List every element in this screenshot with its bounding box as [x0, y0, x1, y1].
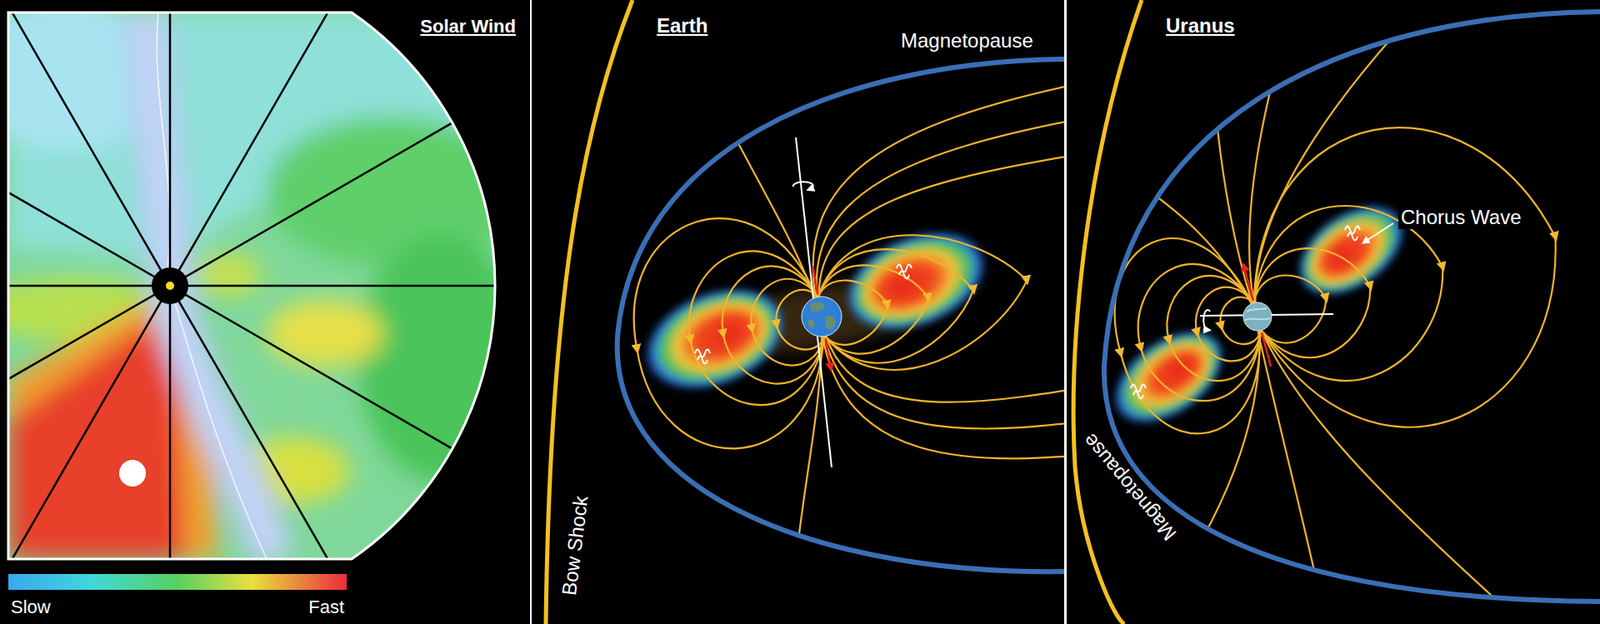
solar-wind-map	[0, 285, 170, 536]
rotation-arrow	[793, 181, 814, 190]
panel-title: Solar Wind	[417, 15, 519, 37]
rotation-arrow	[1203, 310, 1210, 330]
solar-wind-map	[170, 0, 420, 286]
boundary-label: Magnetopause	[898, 29, 1036, 53]
field-lines	[1260, 287, 1509, 624]
chorus-squiggle	[1130, 226, 1360, 400]
field-lines	[1243, 233, 1385, 370]
dipole-axis	[1244, 266, 1254, 301]
wave-label: Chorus Wave	[1398, 205, 1525, 230]
field-lines	[730, 335, 881, 624]
uranus-planet	[1243, 302, 1272, 331]
field-lines	[795, 116, 1065, 297]
panel: Solar Wind	[0, 0, 530, 624]
boundary-label: Bow Shock	[557, 492, 594, 600]
position-marker	[119, 460, 146, 487]
color-bar	[8, 574, 347, 590]
solar-wind-map	[169, 0, 172, 286]
earth-planet	[810, 301, 825, 312]
chorus-squiggle	[695, 350, 710, 358]
panel-ground	[1066, 0, 1600, 624]
chorus-squiggle	[896, 265, 912, 273]
solar-wind-map	[0, 285, 170, 624]
chorus-squiggle	[695, 265, 912, 365]
field-lines	[575, 0, 1065, 624]
earth-magnetosphere	[545, 0, 1065, 624]
solar-wind-map	[195, 254, 263, 296]
field-lines	[1095, 220, 1282, 450]
leader-arrow	[1365, 223, 1394, 242]
field-lines	[665, 0, 815, 315]
field-lines	[1155, 265, 1271, 392]
solar-wind-map	[0, 0, 525, 560]
radiation-belt	[1095, 311, 1240, 444]
magnetopause-line	[617, 59, 1065, 572]
field-lines	[713, 258, 833, 392]
chorus-squiggle	[1130, 385, 1146, 393]
dipole-axis	[1261, 332, 1271, 367]
field-lines	[575, 0, 1065, 624]
solar-wind-map	[8, 323, 185, 560]
solar-wind-map	[170, 285, 670, 288]
uranus-planet	[1243, 302, 1272, 331]
earth-planet	[801, 296, 842, 337]
field-lines	[824, 284, 1065, 465]
field-lines	[786, 82, 1065, 298]
sun-dot	[165, 281, 175, 290]
radiation-belt	[1281, 185, 1422, 315]
panel-title: Uranus	[1163, 14, 1238, 38]
earth-planet	[825, 315, 835, 330]
field-lines	[1066, 0, 1600, 624]
bow-shock-line	[1073, 0, 1142, 624]
radiation-belt	[628, 268, 800, 410]
field-lines	[1155, 0, 1302, 304]
earth-planet	[801, 296, 842, 337]
chorus-squiggle	[1347, 233, 1358, 241]
panel: Uranus	[1066, 0, 1600, 624]
solar-wind-map	[266, 116, 517, 267]
solar-wind-map	[0, 285, 170, 288]
chorus-squiggle	[697, 356, 708, 365]
solar-wind-map	[266, 300, 384, 367]
sun-hub	[151, 267, 189, 305]
map-border	[8, 12, 495, 560]
field-lines	[825, 284, 1065, 430]
panel-title: Earth	[654, 14, 710, 38]
scale-label: Slow	[8, 596, 54, 618]
field-lines	[810, 215, 1039, 383]
dipole-axis	[1244, 266, 1271, 367]
solar-wind-map	[170, 285, 604, 536]
panel-ground	[531, 0, 1065, 624]
solar-wind-map	[170, 35, 604, 286]
uranus-planet	[1246, 308, 1267, 312]
chorus-squiggle	[1133, 391, 1144, 400]
field-lines	[1188, 0, 1512, 303]
field-lines	[1166, 0, 1399, 304]
solar-wind-map	[170, 285, 420, 624]
solar-wind-map	[0, 0, 670, 624]
dipole-axis	[812, 265, 818, 295]
uranus-planet	[1245, 318, 1270, 320]
field-lines	[1066, 0, 1600, 624]
chorus-squiggle	[899, 271, 910, 280]
chorus-squiggle	[1345, 226, 1360, 235]
solar-wind-map	[358, 233, 525, 484]
magnetopause-line	[1104, 11, 1600, 602]
solar-wind-map	[0, 0, 670, 624]
field-lines	[822, 284, 1065, 500]
field-lines	[1245, 330, 1354, 624]
uranus-magnetosphere	[1066, 0, 1600, 624]
boundary-label: Magnetopause	[1075, 427, 1182, 548]
panel: Earth	[531, 0, 1065, 624]
earth-planet	[807, 320, 815, 329]
field-lines	[802, 150, 1065, 297]
solar-wind-map	[0, 35, 170, 286]
solar-wind-map	[0, 0, 170, 286]
dipole-axis	[825, 339, 831, 368]
scale-label: Fast	[305, 596, 347, 618]
solar-wind-map	[169, 285, 172, 624]
radiation-belt	[831, 211, 1002, 350]
